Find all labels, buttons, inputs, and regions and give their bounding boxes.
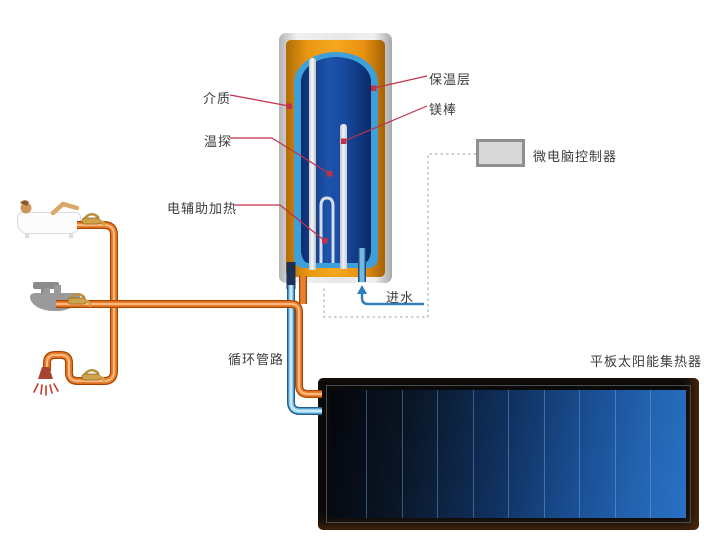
label-flat-plate-collector: 平板太阳能集热器 <box>590 355 703 370</box>
label-electric-aux-heating: 电辅助加热 <box>167 202 238 217</box>
annotation-dots <box>286 85 377 244</box>
sink-faucet <box>33 282 59 289</box>
shower-head <box>33 367 59 396</box>
cold-circulation-pipe <box>286 262 322 411</box>
collector-divider <box>615 390 616 518</box>
inlet-arrow-icon <box>357 285 367 294</box>
electric-heating-element <box>319 196 335 263</box>
bathtub-leg <box>25 233 29 238</box>
collector-divider <box>579 390 580 518</box>
label-insulation-layer: 保温层 <box>429 73 472 88</box>
bathtub-leg <box>69 233 73 238</box>
label-circulation-pipeline: 循环管路 <box>228 353 285 368</box>
sink-knob <box>54 285 61 294</box>
label-water-inlet: 进水 <box>386 291 415 306</box>
person-in-bathtub <box>20 200 80 216</box>
collector-divider <box>544 390 545 518</box>
collector-divider <box>650 390 651 518</box>
label-magnesium-rod: 镁棒 <box>429 103 458 118</box>
microcomputer-controller-box <box>476 139 525 167</box>
hot-water-pipes <box>47 225 322 394</box>
magnesium-rod <box>340 124 347 269</box>
sink-knob <box>44 288 50 294</box>
label-temperature-probe: 温探 <box>204 135 233 150</box>
controller-wiring-dashed-line <box>323 153 476 318</box>
collector-divider <box>437 390 438 518</box>
collector-divider <box>402 390 403 518</box>
solar-collector-panel <box>318 378 699 530</box>
annotation-leaders <box>229 75 428 242</box>
collector-bezel <box>326 385 691 523</box>
shower-spray <box>33 383 59 396</box>
collector-divider <box>473 390 474 518</box>
water-inlet-pipe <box>357 248 424 306</box>
label-controller: 微电脑控制器 <box>533 150 618 165</box>
tank-inner-tube <box>309 58 316 270</box>
label-medium: 介质 <box>203 92 232 107</box>
collector-divider <box>508 390 509 518</box>
collector-divider <box>366 390 367 518</box>
collector-absorber <box>331 390 686 518</box>
